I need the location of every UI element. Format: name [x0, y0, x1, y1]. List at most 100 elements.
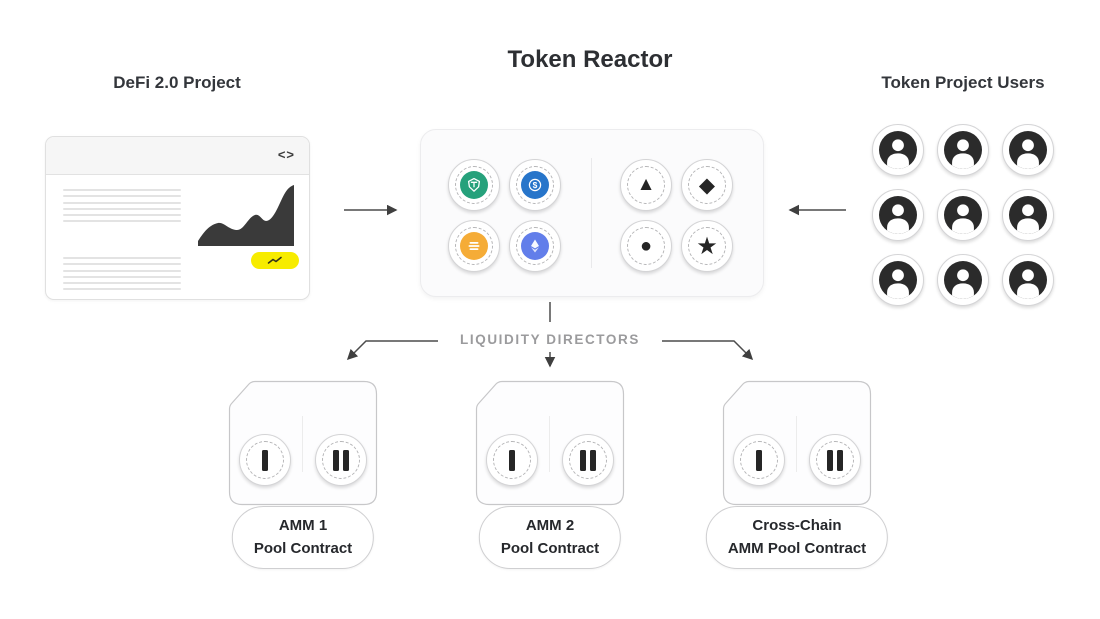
- port-2-bars: [562, 434, 614, 486]
- users-grid: [872, 124, 1054, 306]
- card-divider: [796, 416, 797, 472]
- contract-line1: Cross-Chain: [752, 517, 842, 534]
- arrow-to-amm1: [346, 340, 438, 361]
- usdt-coin-icon: [460, 171, 488, 199]
- contract-card-1: AMM 1 Pool Contract: [228, 380, 378, 590]
- user-cell: [1002, 189, 1054, 241]
- text-line: [63, 275, 181, 278]
- shape-cell-triangle: ▲: [620, 159, 672, 211]
- contract-line1: AMM 1: [278, 517, 328, 534]
- user-cell: [937, 254, 989, 306]
- eth-coin-icon: [521, 232, 549, 260]
- user-avatar-icon: [879, 196, 917, 234]
- text-line: [63, 220, 181, 223]
- contract-line2: Pool Contract: [253, 539, 353, 557]
- token-cell-usdc: $: [509, 159, 561, 211]
- user-avatar-icon: [944, 261, 982, 299]
- diamond-shape-icon: ◆: [698, 173, 716, 197]
- text-line: [63, 201, 181, 204]
- token-cell-eth: [509, 220, 561, 272]
- dashed-ring: [516, 227, 554, 265]
- text-placeholder-block: [63, 257, 181, 295]
- user-cell: [937, 189, 989, 241]
- trend-button: [251, 252, 299, 269]
- area-chart: [198, 185, 294, 246]
- shape-cell-circle: ●: [620, 220, 672, 272]
- dashed-ring: [493, 441, 531, 479]
- user-cell: [872, 124, 924, 176]
- text-line: [63, 214, 181, 217]
- dashed-ring: [688, 227, 726, 265]
- shape-cell-star: ★: [681, 220, 733, 272]
- double-bar-icon: [563, 435, 613, 485]
- dashed-ring: [740, 441, 778, 479]
- user-avatar-icon: [944, 196, 982, 234]
- text-line: [63, 195, 181, 198]
- text-line: [63, 282, 181, 285]
- dashed-ring: [322, 441, 360, 479]
- text-line: [63, 263, 181, 266]
- user-cell: [1002, 124, 1054, 176]
- user-avatar-icon: [1009, 261, 1047, 299]
- user-cell: [1002, 254, 1054, 306]
- reactor-divider: [591, 158, 592, 268]
- dashed-ring: [627, 166, 665, 204]
- port-1-bar: [239, 434, 291, 486]
- user-cell: [937, 124, 989, 176]
- port-1-bar: [733, 434, 785, 486]
- token-cell-dai: [448, 220, 500, 272]
- browser-body: [46, 175, 309, 299]
- user-avatar-icon: [1009, 196, 1047, 234]
- contract-label: AMM 2 Pool Contract: [478, 506, 622, 569]
- user-avatar-icon: [879, 131, 917, 169]
- dashed-ring: [455, 227, 493, 265]
- dashed-ring: [688, 166, 726, 204]
- usdc-coin-icon: $: [521, 171, 549, 199]
- dashed-ring: [627, 227, 665, 265]
- liquidity-directors-label: LIQUIDITY DIRECTORS: [460, 332, 640, 347]
- contract-line1: AMM 2: [525, 517, 575, 534]
- dashed-ring: [569, 441, 607, 479]
- defi-project-window: <>: [45, 136, 310, 300]
- single-bar-icon: [240, 435, 290, 485]
- user-avatar-icon: [944, 131, 982, 169]
- text-placeholder-block: [63, 189, 181, 227]
- contract-line2: Pool Contract: [500, 539, 600, 557]
- user-avatar-icon: [879, 261, 917, 299]
- contract-card-2: AMM 2 Pool Contract: [475, 380, 625, 590]
- token-reactor-box: $ ▲ ◆ ● ★: [420, 129, 764, 297]
- text-line: [63, 269, 181, 272]
- svg-text:$: $: [533, 180, 538, 190]
- text-line: [63, 207, 181, 210]
- arrow-to-crosschain: [662, 340, 754, 361]
- port-2-bars: [809, 434, 861, 486]
- browser-header: <>: [46, 137, 309, 175]
- card-divider: [302, 416, 303, 472]
- circle-shape-icon: ●: [639, 234, 653, 257]
- code-icon: <>: [277, 147, 295, 162]
- dashed-ring: [816, 441, 854, 479]
- double-bar-icon: [810, 435, 860, 485]
- star-shape-icon: ★: [696, 232, 718, 260]
- single-bar-icon: [734, 435, 784, 485]
- defi-project-title: DeFi 2.0 Project: [113, 73, 241, 92]
- text-line: [63, 288, 181, 291]
- user-avatar-icon: [1009, 131, 1047, 169]
- page-title: Token Reactor: [507, 46, 673, 73]
- port-2-bars: [315, 434, 367, 486]
- dashed-ring: [455, 166, 493, 204]
- shape-cell-diamond: ◆: [681, 159, 733, 211]
- token-cell-usdt: [448, 159, 500, 211]
- triangle-shape-icon: ▲: [636, 174, 656, 195]
- dai-coin-icon: [460, 232, 488, 260]
- trend-arrow-icon: [267, 256, 282, 264]
- user-cell: [872, 254, 924, 306]
- single-bar-icon: [487, 435, 537, 485]
- contract-line2: AMM Pool Contract: [727, 539, 867, 557]
- contract-label: AMM 1 Pool Contract: [231, 506, 375, 569]
- dashed-ring: [516, 166, 554, 204]
- text-line: [63, 257, 181, 259]
